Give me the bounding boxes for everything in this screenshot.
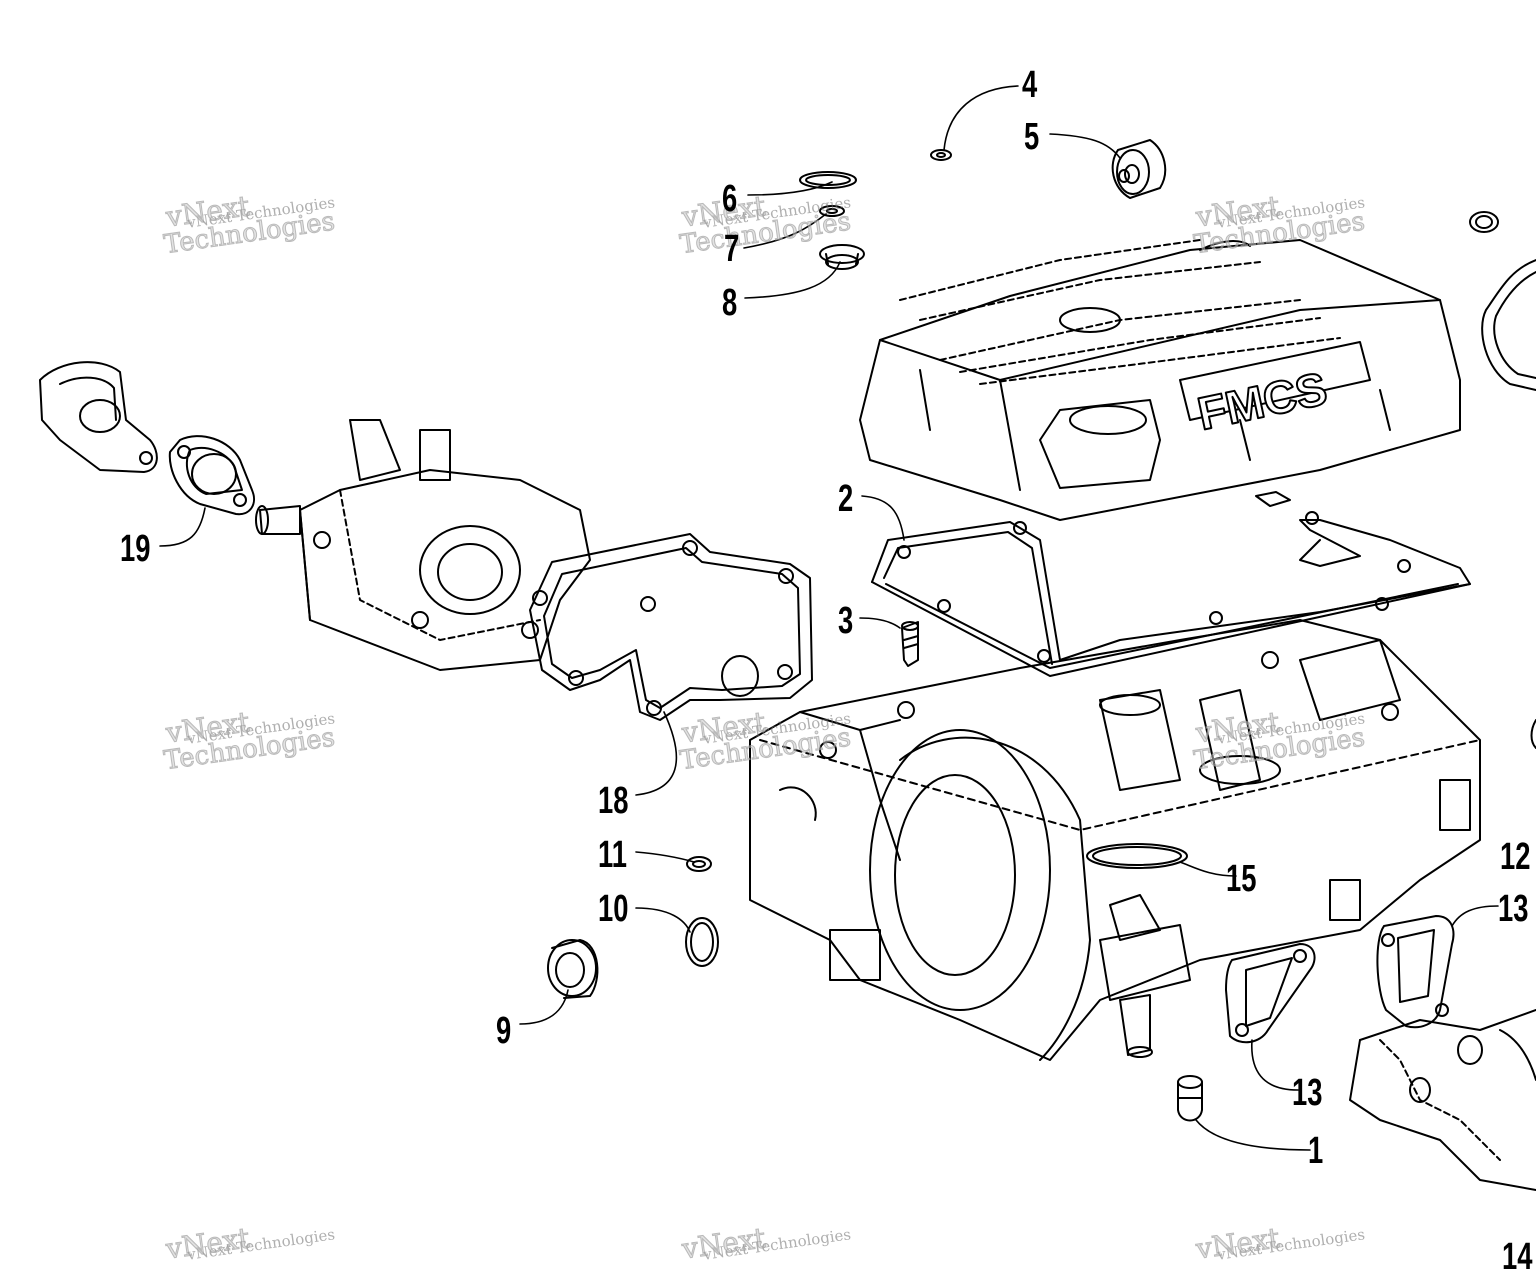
part-11-washer: [686, 856, 712, 872]
callout-8: 8: [722, 282, 738, 324]
part-8-plug: [819, 244, 865, 270]
elbow-fitting: [39, 361, 158, 473]
callout-2: 2: [838, 478, 854, 520]
callout-3: 3: [838, 600, 854, 642]
cylinder-head: [749, 619, 1481, 1061]
callout-18: 18: [598, 780, 629, 822]
callout-5: 5: [1024, 116, 1040, 158]
callout-14: 14: [1502, 1236, 1533, 1278]
right-assembly: [1349, 211, 1536, 1191]
part-10-oring: [685, 917, 719, 967]
callout-7: 7: [724, 228, 740, 270]
part-15-oring: [1086, 843, 1188, 869]
callout-9: 9: [496, 1010, 512, 1052]
part-18-gasket: [529, 533, 813, 721]
thermostat-housing: [1099, 894, 1191, 1058]
part-9-seal: [547, 939, 599, 999]
part-5-cap: [1111, 139, 1167, 199]
part-2-gasket: [871, 491, 1471, 677]
part-19-gasket: [168, 435, 255, 516]
callout-4: 4: [1022, 64, 1038, 106]
callout-12: 12: [1500, 836, 1531, 878]
pump-housing: [255, 419, 591, 671]
callout-1: 1: [1308, 1130, 1324, 1172]
callout-10: 10: [598, 888, 629, 930]
callout-11: 11: [598, 834, 627, 876]
part-13-gasket-right: [1376, 915, 1455, 1029]
callout-15: 15: [1226, 858, 1257, 900]
leader-lines: [159, 85, 1499, 1151]
callout-13-bottom: 13: [1292, 1072, 1323, 1114]
part-7-washer: [819, 205, 845, 217]
part-4-washer: [930, 149, 952, 161]
callout-13-right: 13: [1498, 888, 1529, 930]
part-1-plug: [1177, 1075, 1203, 1122]
callout-6: 6: [722, 178, 738, 220]
part-6-oring: [799, 171, 857, 189]
part-13-gasket-left: [1225, 943, 1316, 1044]
part-3-bolt: [901, 621, 919, 667]
callout-19: 19: [120, 528, 151, 570]
valve-cover: [859, 239, 1461, 521]
